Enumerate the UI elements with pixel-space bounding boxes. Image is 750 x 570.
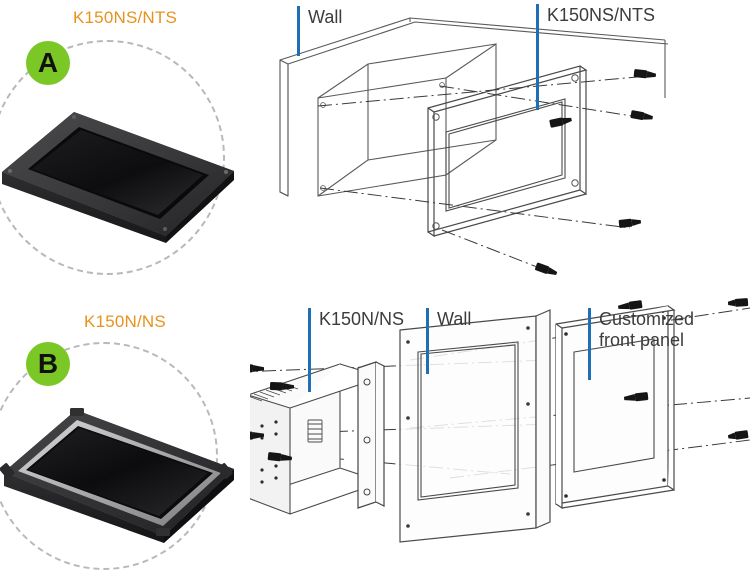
leader-line — [588, 308, 591, 380]
assembly-diagram-b — [250, 290, 750, 568]
step-badge-b: B — [26, 342, 70, 386]
product-image-b — [0, 368, 238, 543]
dashed-circle-a — [0, 40, 225, 275]
section-a: K150NS/NTS A — [0, 0, 750, 290]
leader-line — [297, 6, 300, 56]
callout-label: Wall — [308, 7, 343, 27]
screw — [250, 298, 749, 462]
product-title-b: K150N/NS — [84, 312, 166, 331]
callout-wall-b: Wall — [426, 308, 471, 374]
assembly-diagram-a — [250, 0, 750, 290]
step-badge-a: A — [26, 41, 70, 85]
callout-front-panel-b: Customized front panel — [588, 308, 694, 380]
product-title-a: K150NS/NTS — [72, 8, 178, 27]
leader-line — [426, 308, 429, 374]
section-b: K150N/NS B — [0, 290, 750, 570]
callout-label: Customized front panel — [599, 309, 695, 350]
product-image-a — [0, 68, 238, 243]
screw — [535, 69, 657, 276]
callout-label: K150NS/NTS — [547, 5, 656, 25]
callout-wall-a: Wall — [297, 6, 342, 56]
callout-label: K150N/NS — [319, 309, 405, 329]
callout-product-b: K150N/NS — [308, 308, 404, 392]
callout-label: Wall — [437, 309, 472, 329]
product-showcase-b: K150N/NS B — [0, 290, 250, 570]
callout-product-a: K150NS/NTS — [536, 4, 655, 110]
leader-line — [308, 308, 311, 392]
leader-line — [536, 4, 539, 110]
product-showcase-a: K150NS/NTS A — [0, 0, 250, 290]
